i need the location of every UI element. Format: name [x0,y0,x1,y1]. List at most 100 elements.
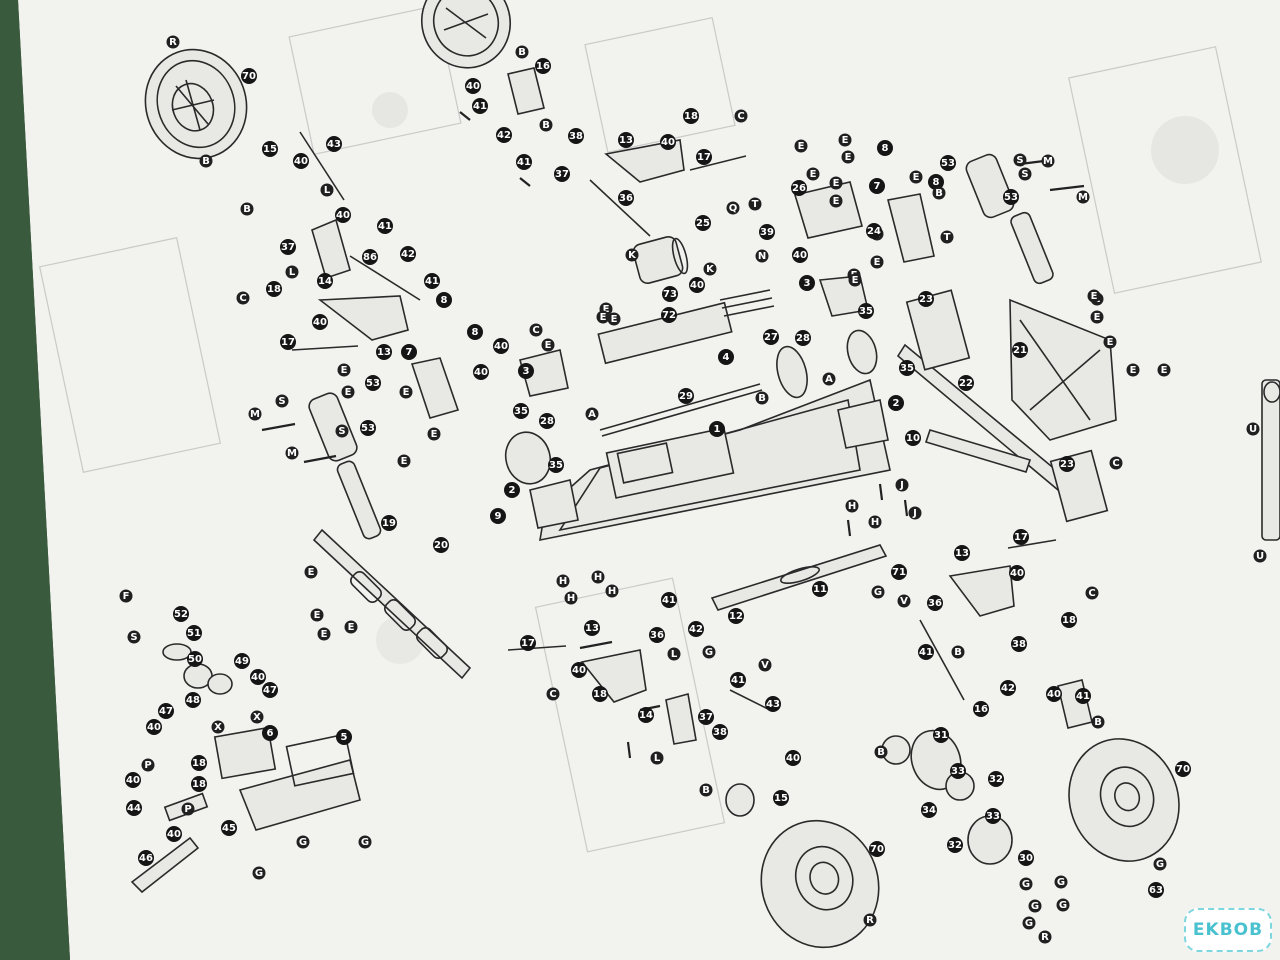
callout-label: 1 [714,424,721,435]
callout-bubble [1061,612,1077,628]
callout-bubble [336,729,352,745]
callout-label: 36 [650,630,664,641]
callout-bubble [625,248,639,262]
callout-label: K [628,250,637,261]
callout-bubble [730,672,746,688]
callout-bubble [166,35,180,49]
callout-label: E [1161,365,1168,376]
callout-bubble [296,835,310,849]
part-callout: S [1018,167,1032,181]
callout-bubble [863,913,877,927]
callout-bubble [337,363,351,377]
callout-label: 11 [813,584,827,595]
callout-label: G [1031,901,1039,912]
callout-bubble [304,565,318,579]
callout-label: 16 [536,61,550,72]
part-callout: 4 [718,349,734,365]
callout-bubble [758,658,772,672]
callout-label: 39 [760,227,774,238]
screws [261,111,1085,759]
callout-bubble [702,645,716,659]
callout-label: L [289,267,296,278]
part-callout: B [1091,715,1105,729]
callout-label: G [361,837,369,848]
part-callout: G [1153,857,1167,871]
part-callout: 13 [376,344,392,360]
callout-label: R [866,915,874,926]
wheel-rear-left [760,819,880,949]
callout-label: 33 [951,766,965,777]
callout-label: S [1021,169,1028,180]
callout-label: E [611,314,618,325]
callout-bubble [748,197,762,211]
part-callout: 42 [496,127,512,143]
callout-label: 8 [441,295,448,306]
callout-bubble [310,608,324,622]
callout-bubble [918,644,934,660]
callout-bubble [858,303,874,319]
part-callout: E [337,363,351,377]
part-callout: 44 [126,800,142,816]
callout-label: 7 [406,347,413,358]
part-callout: E [1126,363,1140,377]
callout-label: 40 [1010,568,1024,579]
part-callout: 70 [1175,761,1191,777]
part-callout: B [699,783,713,797]
callout-label: Q [729,203,738,214]
callout-label: 44 [127,803,141,814]
callout-bubble [1041,154,1055,168]
callout-bubble [377,218,393,234]
callout-bubble [591,570,605,584]
callout-label: A [825,374,833,385]
callout-bubble [1148,882,1164,898]
callout-bubble [199,154,213,168]
part-callout: 72 [661,307,677,323]
callout-bubble [546,687,560,701]
callout-label: 38 [713,727,727,738]
callout-label: 15 [263,144,277,155]
callout-label: 40 [1047,689,1061,700]
part-callout: H [556,574,570,588]
callout-label: E [810,169,817,180]
callout-bubble [699,783,713,797]
part-callout: R [863,913,877,927]
callout-bubble [932,186,946,200]
callout-label: R [1041,932,1049,943]
callout-bubble [891,564,907,580]
callout-bubble [362,249,378,265]
callout-label: 13 [955,548,969,559]
callout-label: 8 [933,177,940,188]
callout-label: 35 [859,306,873,317]
callout-label: B [518,47,526,58]
callout-bubble [173,606,189,622]
callout-label: 35 [900,363,914,374]
callout-label: 10 [906,433,920,444]
callout-label: 70 [242,71,256,82]
callout-label: 18 [1062,615,1076,626]
part-callout: 43 [326,136,342,152]
part-callout: 40 [660,134,676,150]
callout-bubble [1018,167,1032,181]
motor [632,235,689,285]
part-callout: B [515,45,529,59]
callout-label: E [842,135,849,146]
callout-label: 40 [167,829,181,840]
callout-label: 14 [318,276,332,287]
callout-bubble [845,499,859,513]
callout-label: S [130,632,137,643]
callout-bubble [683,108,699,124]
part-callout: E [397,454,411,468]
callout-bubble [1153,857,1167,871]
callout-bubble [1038,930,1052,944]
callout-bubble [541,338,555,352]
part-callout: V [758,658,772,672]
callout-label: 13 [619,135,633,146]
callout-bubble [312,314,328,330]
part-callout: E [541,338,555,352]
part-callout: Q [726,201,740,215]
part-callout: E [427,427,441,441]
callout-label: H [871,517,879,528]
part-callout: G [296,835,310,849]
callout-label: B [758,393,766,404]
callout-label: 41 [1076,691,1090,702]
